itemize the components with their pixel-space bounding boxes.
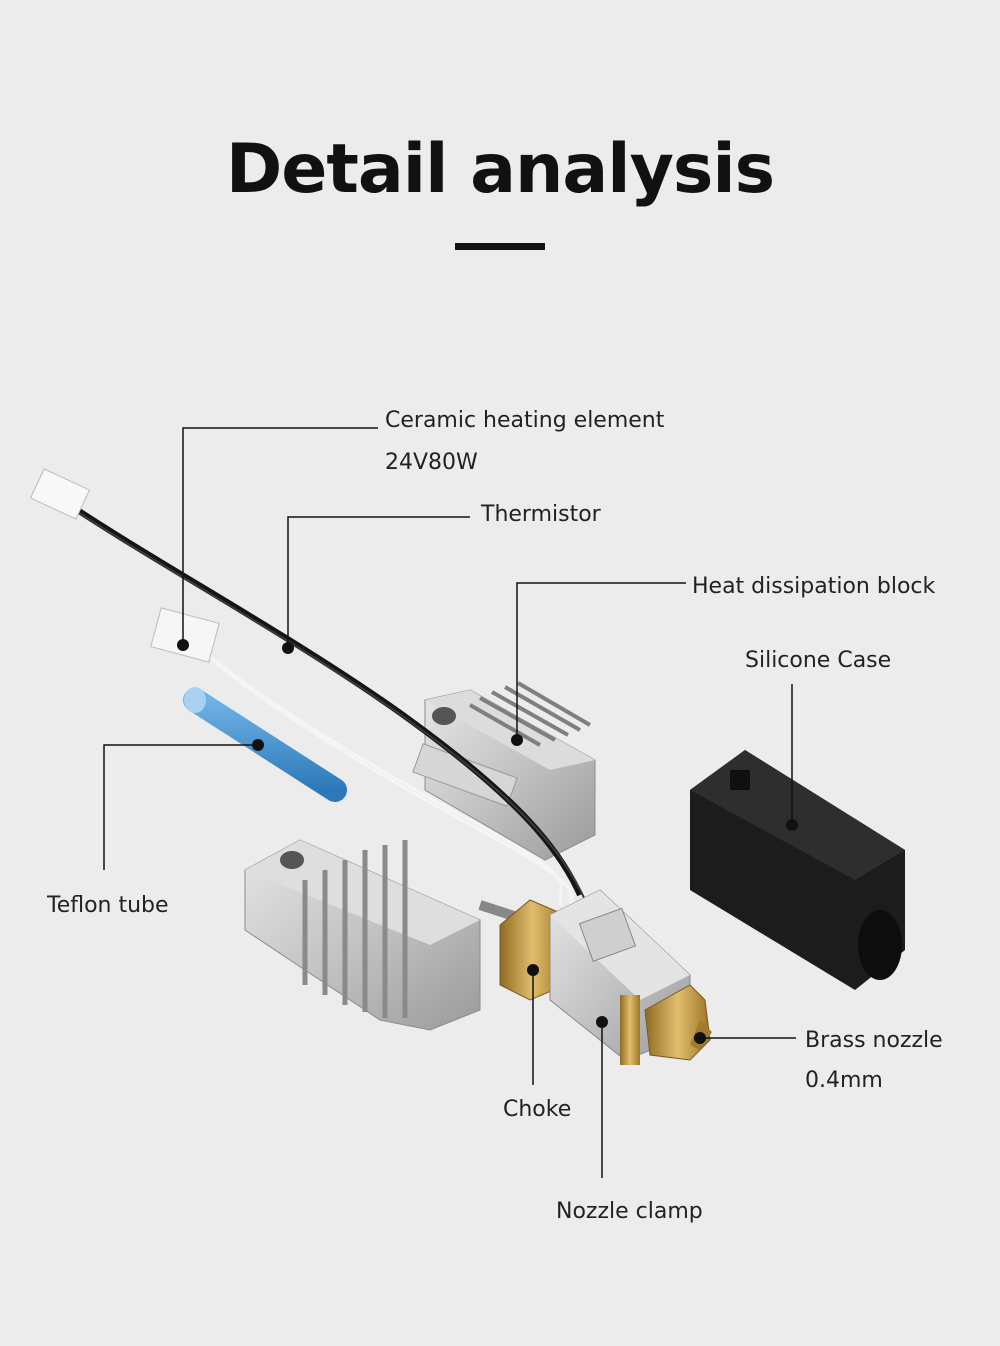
thermistor-wire-part [53,492,586,901]
label-heat-dissipation-block: Heat dissipation block [692,574,936,599]
label-thermistor: Thermistor [481,502,601,527]
label-nozzle-clamp: Nozzle clamp [556,1199,703,1224]
choke-part [478,899,566,1001]
label-choke: Choke [503,1097,572,1122]
heat-dissipation-block-part [412,681,596,861]
label-brass-nozzle-size: 0.4mm [805,1068,883,1093]
leader-lines [103,427,796,1178]
silicone-case-part [690,750,905,990]
page-title: Detail analysis [225,130,775,209]
thermistor-connector [29,468,91,520]
label-silicone-case: Silicone Case [745,648,892,673]
leader-dots [177,639,798,1044]
label-teflon-tube: Teflon tube [47,893,169,918]
front-heatsink-part [244,839,481,1031]
heater-wires-part [189,638,573,913]
label-brass-nozzle: Brass nozzle [805,1028,943,1053]
teflon-tube-part [183,687,347,802]
label-ceramic-heating-element: Ceramic heating element [385,408,665,433]
heater-connector [150,607,220,663]
title-underline [455,243,545,250]
label-ceramic-spec: 24V80W [385,450,478,475]
